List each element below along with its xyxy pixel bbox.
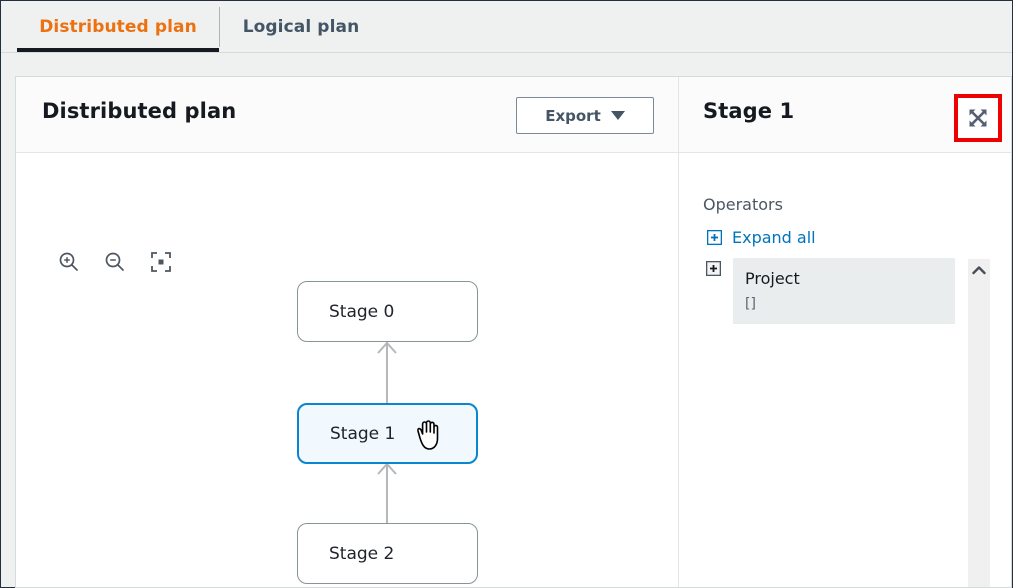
expand-fullscreen-icon: [969, 109, 987, 127]
tab-logical-plan[interactable]: Logical plan: [220, 1, 382, 52]
stage-details-header: Stage 1: [679, 77, 1011, 153]
expand-fullscreen-button[interactable]: [954, 94, 1002, 142]
export-button-label: Export: [545, 106, 601, 125]
graph-node-stage-0[interactable]: Stage 0: [297, 281, 478, 342]
export-button[interactable]: Export: [516, 97, 654, 134]
stage-details-pane: Stage 1 Operators: [679, 77, 1011, 587]
page-title: Distributed plan: [42, 99, 237, 123]
graph-edge-stage2-stage1: [386, 463, 388, 523]
zoom-out-icon[interactable]: [102, 249, 128, 275]
expand-all-link[interactable]: Expand all: [707, 228, 816, 247]
tab-distributed-plan[interactable]: Distributed plan: [17, 1, 219, 52]
chevron-down-icon: [610, 111, 625, 120]
expand-all-label: Expand all: [732, 228, 816, 247]
operators-label: Operators: [703, 195, 783, 214]
operators-scrollbar[interactable]: [968, 259, 990, 587]
operator-detail: []: [745, 296, 756, 312]
zoom-in-icon[interactable]: [56, 249, 82, 275]
distributed-plan-header: Distributed plan Export: [16, 77, 678, 153]
graph-node-stage-2-label: Stage 2: [329, 543, 395, 564]
plan-graph-canvas[interactable]: Stage 0 Stage 1 Stage 2: [16, 153, 678, 587]
graph-node-stage-1-label: Stage 1: [330, 423, 396, 444]
tab-divider: [219, 7, 220, 47]
operator-item-project[interactable]: Project []: [733, 258, 955, 324]
plus-box-icon: [707, 230, 722, 245]
tab-bar: Distributed plan Logical plan: [1, 1, 1012, 54]
stage-title: Stage 1: [703, 99, 795, 123]
tab-bar-baseline: [1, 52, 1012, 53]
scroll-up-chevron-icon[interactable]: [971, 263, 987, 277]
tab-distributed-plan-label: Distributed plan: [39, 16, 197, 37]
graph-arrowhead-stage2-stage1: [377, 463, 397, 475]
graph-node-stage-1[interactable]: Stage 1: [297, 403, 478, 464]
plan-card: Distributed plan Export: [15, 76, 1012, 588]
graph-toolbar: [56, 249, 174, 275]
expand-operator-plus-box-icon[interactable]: [706, 261, 721, 276]
graph-node-stage-0-label: Stage 0: [329, 301, 395, 322]
distributed-plan-pane: Distributed plan Export: [16, 77, 679, 587]
tab-logical-plan-label: Logical plan: [242, 16, 360, 37]
operator-tree-row: Project []: [706, 258, 1011, 324]
graph-edge-stage1-stage0: [386, 342, 388, 403]
graph-node-stage-2[interactable]: Stage 2: [297, 523, 478, 584]
graph-arrowhead-stage1-stage0: [377, 342, 397, 354]
fit-to-screen-icon[interactable]: [148, 249, 174, 275]
operator-name: Project: [745, 269, 800, 288]
